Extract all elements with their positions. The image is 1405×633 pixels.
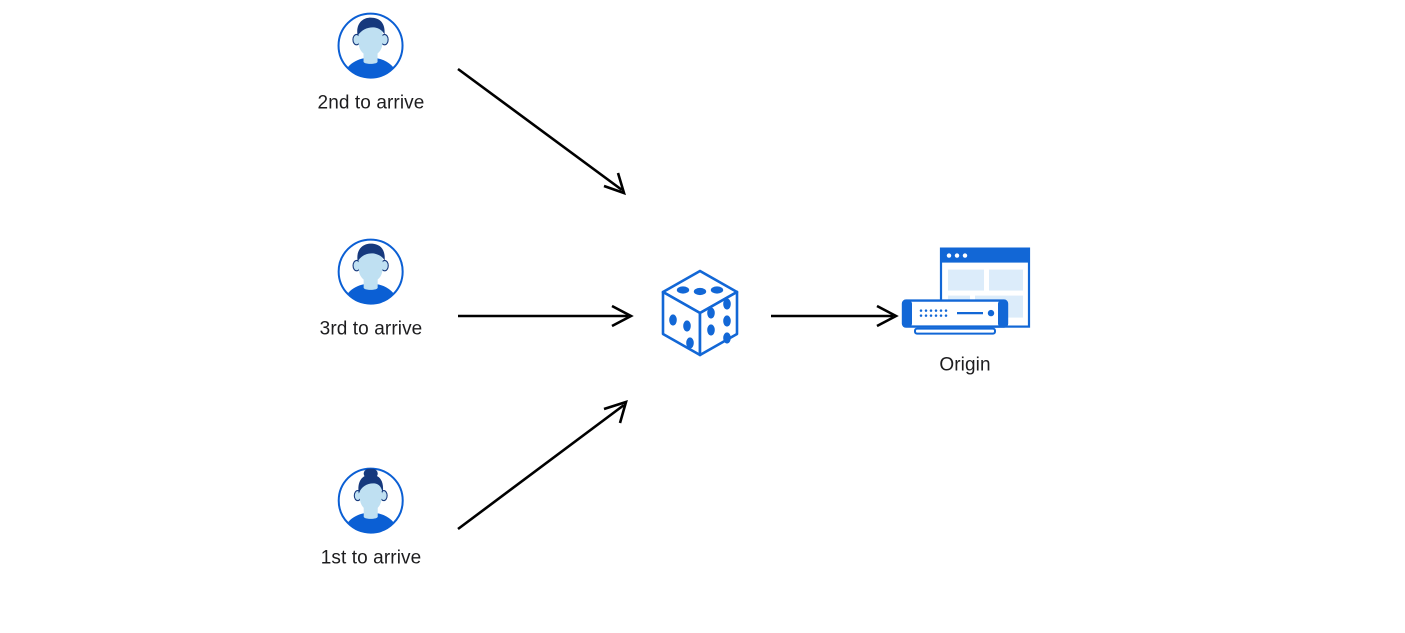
random-balancer-node [657, 265, 743, 361]
origin-node: Origin [899, 243, 1031, 378]
client-node-2nd: 2nd to arrive [318, 11, 425, 116]
user-avatar-icon [336, 11, 406, 81]
user-avatar-icon [336, 237, 406, 307]
dice-cube-icon [657, 265, 743, 361]
origin-server-icon [899, 243, 1031, 343]
client-label: 2nd to arrive [317, 92, 425, 114]
client-label: 1st to arrive [320, 547, 422, 569]
client-node-1st: 1st to arrive [321, 466, 422, 571]
user-avatar-icon [336, 466, 406, 536]
origin-label: Origin [939, 354, 991, 376]
client-node-3rd: 3rd to arrive [320, 237, 423, 342]
client-label: 3rd to arrive [319, 318, 423, 340]
server-device [901, 299, 1009, 335]
arrow-2nd-to-balancer [457, 67, 626, 196]
arrow-balancer-to-origin [771, 304, 899, 328]
arrow-1st-to-balancer [457, 400, 628, 531]
arrow-3rd-to-balancer [458, 304, 634, 328]
